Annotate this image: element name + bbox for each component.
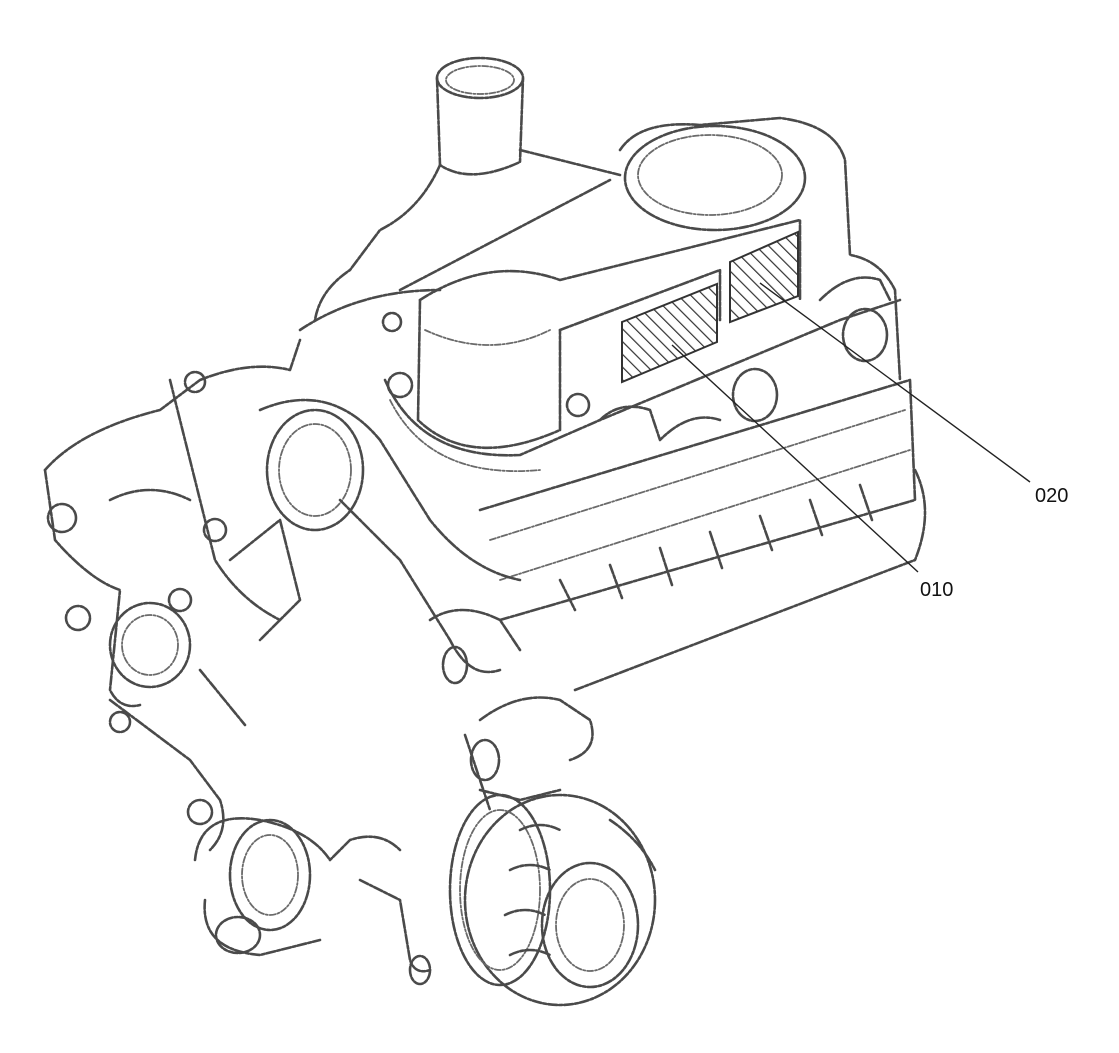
alternator	[448, 788, 657, 1007]
leader-line-020	[759, 282, 1031, 483]
cylinder-head-side	[478, 276, 927, 692]
label-010: 010	[920, 579, 953, 601]
filler-neck	[313, 56, 622, 322]
lower-pulley-block	[193, 817, 432, 986]
lower-bracket	[108, 696, 594, 852]
leader-line-010	[671, 344, 919, 573]
hatched-region-020	[729, 230, 799, 324]
valve-cover	[298, 116, 902, 472]
timing-cover	[43, 338, 522, 727]
label-020: 020	[1035, 485, 1068, 507]
hatched-region-010	[621, 282, 718, 384]
